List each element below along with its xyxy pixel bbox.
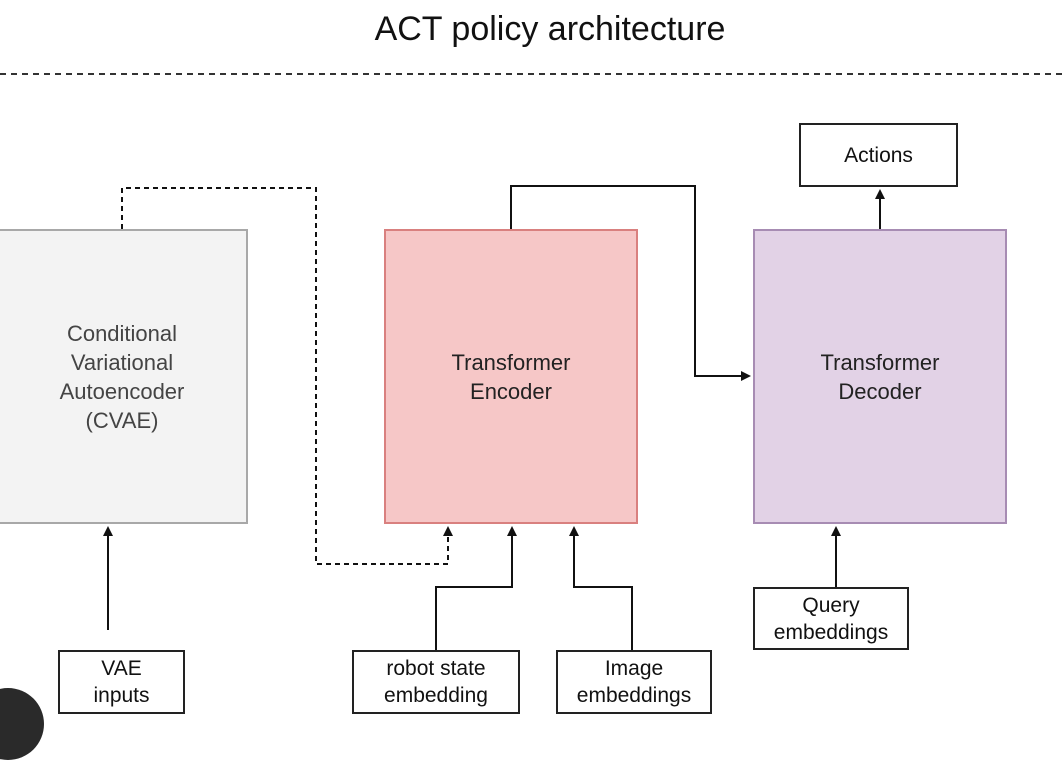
robot-state-embedding-box: robot state embedding (352, 650, 520, 714)
query-label-line-2: embeddings (773, 620, 889, 644)
image-embeddings-arrow (569, 526, 633, 650)
image-label-line-2: embeddings (576, 684, 692, 707)
vae-inputs-box: VAE inputs (58, 650, 185, 714)
cvae-label-line-2: Variational (70, 349, 174, 375)
query-label-line-1: Query (802, 593, 860, 617)
cvae-label-line-3: Autoencoder (59, 378, 185, 404)
image-embeddings-box: Image embeddings (556, 650, 712, 714)
decoder-label-line-2: Decoder (838, 378, 922, 404)
actions-box: Actions (799, 123, 958, 187)
encoder-label-line-1: Transformer (451, 349, 571, 375)
transformer-decoder-block: Transformer Decoder (753, 229, 1007, 524)
cvae-block: Conditional Variational Autoencoder (CVA… (0, 229, 248, 524)
decoder-label-line-1: Transformer (820, 349, 940, 375)
transformer-encoder-block: Transformer Encoder (384, 229, 638, 524)
robot-label-line-2: embedding (384, 684, 488, 707)
cvae-label-line-1: Conditional (66, 320, 178, 346)
robot-state-arrow (435, 526, 517, 650)
robot-label-line-1: robot state (386, 657, 486, 680)
diagram-title: ACT policy architecture (374, 10, 726, 48)
connector-layer (0, 73, 1062, 650)
vae-label-line-1: VAE (101, 657, 142, 680)
image-label-line-1: Image (604, 657, 664, 680)
encoder-to-decoder-arrow (510, 185, 751, 381)
cvae-label-line-4: (CVAE) (85, 407, 159, 433)
actions-label: Actions (844, 143, 913, 167)
vae-label-line-2: inputs (93, 684, 150, 707)
architecture-diagram: ACT policy architecture Conditional Vari… (0, 10, 1062, 760)
query-embeddings-box: Query embeddings (753, 587, 909, 650)
encoder-label-line-2: Encoder (470, 378, 552, 404)
latent-dashed-connector (121, 187, 453, 565)
